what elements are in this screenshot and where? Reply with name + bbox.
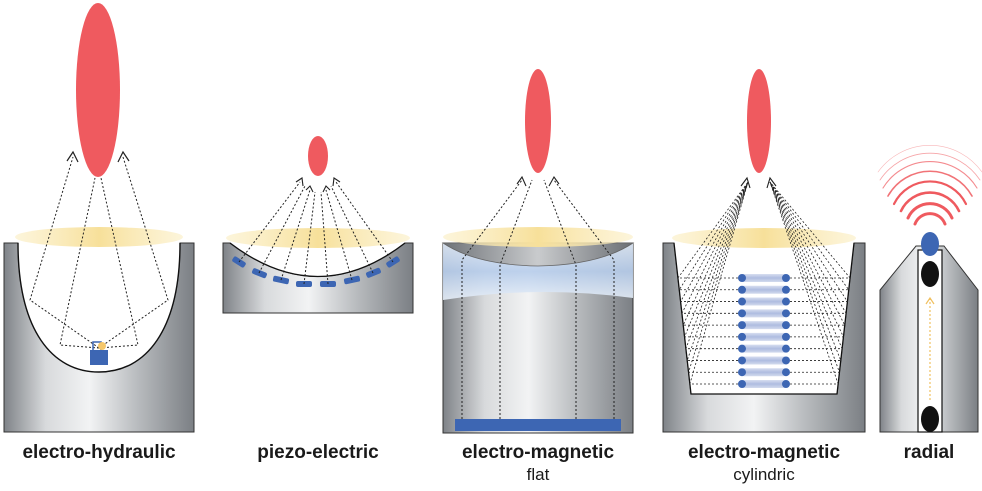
arrowheads bbox=[295, 177, 341, 193]
applicator-tip bbox=[921, 232, 939, 256]
spherical-dish bbox=[229, 242, 406, 278]
arrowhead bbox=[925, 296, 935, 305]
coil-winding bbox=[740, 285, 788, 294]
panel-radial bbox=[877, 145, 982, 433]
label-title: electro-hydraulic bbox=[22, 442, 176, 463]
coil-node bbox=[738, 274, 746, 282]
panel-electro-hydraulic bbox=[3, 3, 195, 433]
coil-node bbox=[738, 297, 746, 306]
arrowheads bbox=[516, 175, 560, 187]
wave-paths bbox=[238, 181, 394, 285]
arrowheads bbox=[740, 176, 777, 189]
acoustic-lens bbox=[441, 242, 635, 267]
label-title: electro-magnetic bbox=[687, 442, 841, 463]
wave-paths bbox=[677, 181, 851, 385]
wave-path bbox=[769, 181, 851, 279]
coil-winding bbox=[740, 356, 788, 365]
coil-node bbox=[738, 309, 746, 318]
coil-node bbox=[738, 368, 746, 377]
coil-node bbox=[782, 297, 790, 306]
coil-winding bbox=[740, 380, 788, 388]
wave-path bbox=[681, 181, 749, 314]
coil-node bbox=[782, 321, 790, 330]
flat-coil-source bbox=[455, 419, 621, 431]
coil-node bbox=[738, 332, 746, 341]
wave-paths bbox=[461, 179, 615, 419]
panel-electro-magnetic-cylindric bbox=[662, 69, 866, 433]
spark-electrode-source bbox=[90, 350, 108, 365]
coil-winding bbox=[740, 309, 788, 318]
coil-node bbox=[782, 380, 790, 388]
coil-node bbox=[738, 380, 746, 388]
label-title: electro-magnetic bbox=[461, 442, 615, 463]
label-electro-magnetic-flat: electro-magnetic flat bbox=[438, 442, 638, 486]
coil-node bbox=[738, 285, 746, 294]
coil-node bbox=[782, 344, 790, 353]
coupling-zone bbox=[443, 227, 633, 247]
coil-winding bbox=[740, 368, 788, 377]
focal-zone bbox=[525, 69, 551, 173]
wave-path bbox=[769, 181, 841, 373]
projectile-lower bbox=[921, 406, 939, 432]
label-electro-magnetic-cylindric: electro-magnetic cylindric bbox=[658, 442, 870, 486]
wave-path bbox=[769, 181, 845, 338]
label-subtitle: cylindric bbox=[733, 465, 795, 484]
coupling-zone bbox=[226, 228, 410, 248]
radial-waves bbox=[877, 145, 982, 226]
arrowheads bbox=[66, 150, 130, 163]
coupling-zone bbox=[672, 228, 856, 248]
wave-path bbox=[769, 181, 849, 302]
coil-winding bbox=[740, 274, 788, 282]
wave-path bbox=[678, 181, 749, 291]
coil-node bbox=[782, 274, 790, 282]
coil-node bbox=[782, 285, 790, 294]
coil-winding bbox=[740, 297, 788, 306]
wave-path bbox=[689, 181, 749, 385]
wave-path bbox=[688, 181, 749, 373]
coil-winding bbox=[740, 344, 788, 353]
coil-node bbox=[738, 356, 746, 365]
wave-path bbox=[769, 181, 843, 350]
panel-piezo-electric bbox=[222, 136, 414, 314]
coil-node bbox=[782, 309, 790, 318]
label-title: piezo-electric bbox=[257, 442, 379, 463]
label-title: radial bbox=[903, 442, 955, 463]
coil-node bbox=[782, 368, 790, 377]
projectile-upper bbox=[921, 261, 939, 287]
label-piezo-electric: piezo-electric bbox=[218, 442, 418, 464]
coil-node bbox=[738, 321, 746, 330]
wave-path bbox=[686, 181, 749, 361]
wave-path bbox=[683, 181, 749, 338]
label-subtitle: flat bbox=[526, 465, 550, 484]
coil-winding bbox=[740, 321, 788, 330]
focal-zone bbox=[747, 69, 771, 173]
ellipsoid-reflector bbox=[17, 242, 181, 373]
focal-zone bbox=[308, 136, 328, 176]
label-electro-hydraulic: electro-hydraulic bbox=[0, 442, 198, 464]
wave-path bbox=[769, 181, 847, 314]
coil-node bbox=[782, 332, 790, 341]
wave-path bbox=[677, 181, 749, 279]
cylindric-coil bbox=[738, 274, 790, 388]
wave-path bbox=[769, 181, 850, 291]
coupling-zone bbox=[15, 227, 183, 247]
wave-path bbox=[685, 181, 749, 350]
coil-node bbox=[738, 344, 746, 353]
panel-electro-magnetic-flat bbox=[441, 69, 635, 434]
wave-path bbox=[679, 181, 749, 302]
coil-node bbox=[782, 356, 790, 365]
wave-paths bbox=[29, 156, 169, 349]
coil-winding bbox=[740, 332, 788, 341]
spark bbox=[98, 342, 106, 350]
wave-path bbox=[769, 181, 839, 385]
label-radial: radial bbox=[878, 442, 980, 464]
focal-zone bbox=[76, 3, 120, 177]
